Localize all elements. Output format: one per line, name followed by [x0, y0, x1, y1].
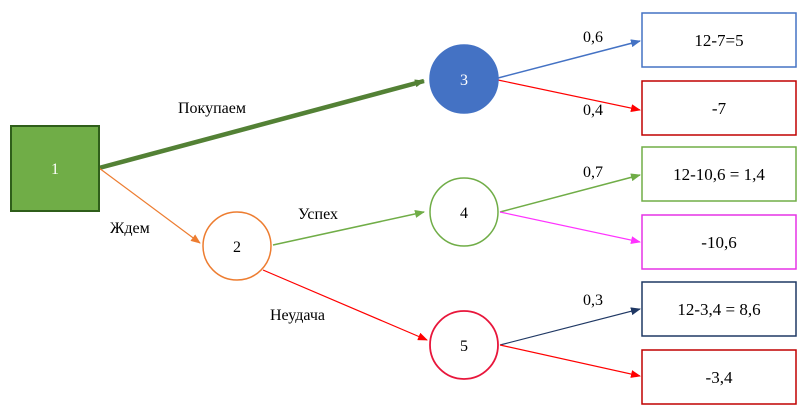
outcome-text-2: -7 — [712, 99, 727, 118]
outcome-box-5 — [641, 281, 797, 337]
prob-failure-up-label: 0,3 — [583, 292, 603, 309]
edge-success-down-arrow — [499, 211, 641, 245]
chance-node-buy — [429, 44, 499, 114]
edge-wait-label: Ждем — [110, 220, 150, 237]
chance-node-wait — [202, 211, 272, 281]
edge-buy-arrow — [98, 78, 425, 171]
outcome-text-4: -10,6 — [701, 233, 736, 252]
outcome-text-6: -3,4 — [706, 368, 733, 387]
edge-buy-up-arrow — [497, 39, 641, 79]
outcome-text-3: 12-10,6 = 1,4 — [673, 165, 765, 184]
decision-node-label: 1 — [51, 161, 59, 178]
outcome-text-1: 12-7=5 — [694, 31, 743, 50]
decision-node — [10, 125, 100, 212]
failure-node — [429, 310, 499, 380]
success-node — [429, 177, 499, 247]
edge-buy-label: Покупаем — [178, 100, 246, 117]
prob-buy-up-label: 0,6 — [583, 29, 603, 46]
prob-buy-down-label: 0,4 — [583, 102, 603, 119]
prob-success-up-label: 0,7 — [583, 164, 603, 181]
edge-success-arrow — [272, 210, 425, 246]
failure-node-label: 5 — [460, 338, 468, 355]
outcome-text-5: 12-3,4 = 8,6 — [677, 300, 760, 319]
outcome-box-6 — [641, 349, 797, 405]
chance-node-buy-label: 3 — [460, 72, 468, 89]
edge-success-up-arrow — [499, 173, 641, 213]
edge-failure-down-arrow — [499, 344, 641, 378]
outcome-box-2 — [641, 80, 797, 136]
edge-failure-up-arrow — [499, 307, 641, 346]
success-node-label: 4 — [460, 205, 468, 222]
outcome-box-4 — [641, 214, 797, 270]
edge-success-label: Успех — [298, 206, 338, 223]
chance-node-wait-label: 2 — [233, 239, 241, 256]
edge-buy-down-arrow — [497, 79, 641, 113]
edge-failure-label: Неудача — [270, 307, 325, 324]
edge-failure-arrow — [262, 269, 428, 341]
edge-wait-arrow — [98, 167, 201, 244]
outcome-box-3 — [641, 146, 797, 202]
outcome-box-1 — [641, 12, 797, 68]
